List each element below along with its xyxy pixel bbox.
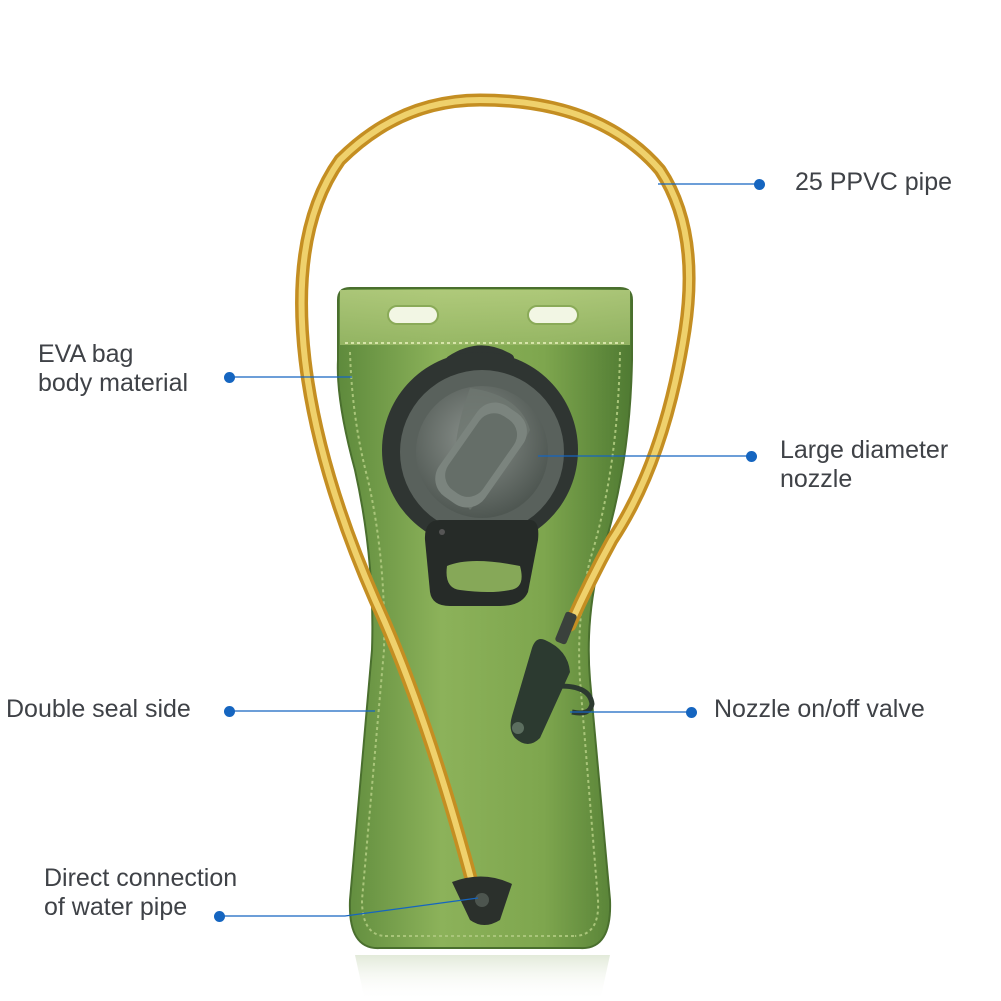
- label-pipe-text: 25 PPVC pipe: [795, 168, 953, 196]
- label-bag-material-line1: EVA bag: [38, 340, 134, 368]
- callout-dot-connection: [214, 911, 225, 922]
- bag-reflection: [355, 955, 610, 1001]
- hang-slot-right: [527, 305, 579, 325]
- hang-slot-left: [387, 305, 439, 325]
- callout-dot-nozzle: [746, 451, 757, 462]
- bite-valve: [510, 639, 570, 744]
- label-valve-text: Nozzle on/off valve: [714, 695, 925, 723]
- leader-line-connection: [220, 897, 479, 917]
- label-valve: Nozzle on/off valve: [714, 695, 925, 724]
- label-seal: Double seal side: [6, 695, 191, 724]
- label-bag-material: EVA bag body material: [38, 340, 188, 398]
- label-nozzle-line2: nozzle: [780, 465, 853, 493]
- label-nozzle-line1: Large diameter: [780, 436, 949, 464]
- label-pipe: 25 PPVC pipe: [795, 168, 952, 197]
- callout-dot-bag-material: [224, 372, 235, 383]
- label-seal-text: Double seal side: [6, 695, 191, 723]
- label-connection-line1: Direct connection: [44, 864, 238, 892]
- label-nozzle: Large diameter nozzle: [780, 436, 948, 494]
- label-connection: Direct connection of water pipe: [44, 864, 237, 922]
- callout-dot-pipe: [754, 179, 765, 190]
- callout-dot-seal: [224, 706, 235, 717]
- label-connection-line2: of water pipe: [44, 893, 188, 921]
- label-bag-material-line2: body material: [38, 369, 189, 397]
- callout-dot-valve: [686, 707, 697, 718]
